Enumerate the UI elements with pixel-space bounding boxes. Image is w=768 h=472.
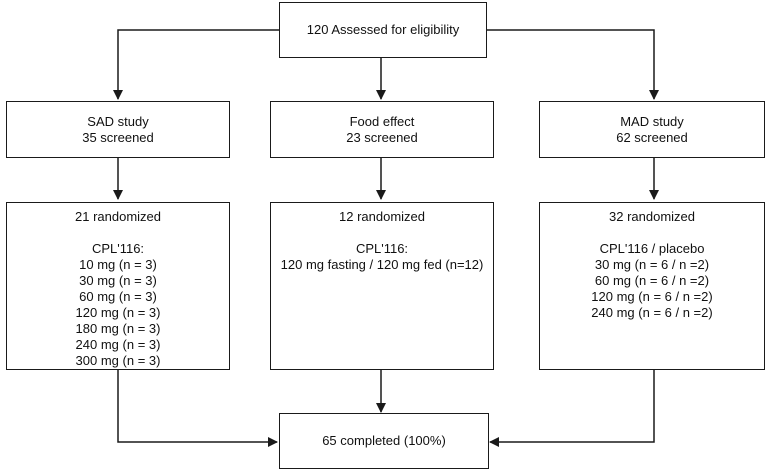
sad-dose-item: 120 mg (n = 3) xyxy=(75,305,161,320)
food-randomized-count: 12 randomized xyxy=(339,209,425,224)
sad-dose-item: 60 mg (n = 3) xyxy=(79,289,157,304)
food-dose-item: 120 mg fasting / 120 mg fed (n=12) xyxy=(280,257,484,272)
food-drug-label: CPL'116: xyxy=(355,241,409,256)
sad-dose-item: 10 mg (n = 3) xyxy=(79,257,157,272)
mad-randomized-box: 32 randomized CPL'116 / placebo 30 mg (n… xyxy=(539,202,765,370)
arrow-to-sad xyxy=(113,29,279,100)
sad-study-name: SAD study xyxy=(87,113,149,129)
completed-label: 65 completed (100%) xyxy=(322,433,446,448)
mad-screened-box: MAD study 62 screened xyxy=(539,101,765,158)
mad-dose-item: 60 mg (n = 6 / n =2) xyxy=(594,273,710,288)
food-screened-box: Food effect 23 screened xyxy=(270,101,494,158)
sad-randomized-box: 21 randomized CPL'116: 10 mg (n = 3) 30 … xyxy=(6,202,230,370)
sad-screened-count: 35 screened xyxy=(82,129,154,145)
mad-screened-count: 62 screened xyxy=(616,129,688,145)
assessed-label: 120 Assessed for eligibility xyxy=(306,22,460,37)
sad-drug-label: CPL'116: xyxy=(91,241,145,256)
mad-drug-label: CPL'116 / placebo xyxy=(599,241,705,256)
food-randomized-box: 12 randomized CPL'116: 120 mg fasting / … xyxy=(270,202,494,370)
food-screened-count: 23 screened xyxy=(346,129,418,145)
assessed-box: 120 Assessed for eligibility xyxy=(279,2,487,58)
sad-dose-item: 300 mg (n = 3) xyxy=(75,353,161,368)
sad-dose-item: 240 mg (n = 3) xyxy=(75,337,161,352)
sad-dose-item: 30 mg (n = 3) xyxy=(79,273,157,288)
mad-dose-item: 120 mg (n = 6 / n =2) xyxy=(591,289,713,304)
arrow-mad-to-completed xyxy=(489,370,655,447)
mad-dose-item: 30 mg (n = 6 / n =2) xyxy=(594,257,710,272)
mad-dose-item: 240 mg (n = 6 / n =2) xyxy=(591,305,713,320)
mad-study-name: MAD study xyxy=(620,113,684,129)
mad-randomized-count: 32 randomized xyxy=(609,209,695,224)
sad-randomized-count: 21 randomized xyxy=(75,209,161,224)
food-study-name: Food effect xyxy=(349,113,415,129)
sad-dose-item: 180 mg (n = 3) xyxy=(75,321,161,336)
sad-screened-box: SAD study 35 screened xyxy=(6,101,230,158)
arrow-to-mad xyxy=(487,29,659,100)
completed-box: 65 completed (100%) xyxy=(279,413,489,469)
arrow-sad-to-completed xyxy=(117,370,278,447)
